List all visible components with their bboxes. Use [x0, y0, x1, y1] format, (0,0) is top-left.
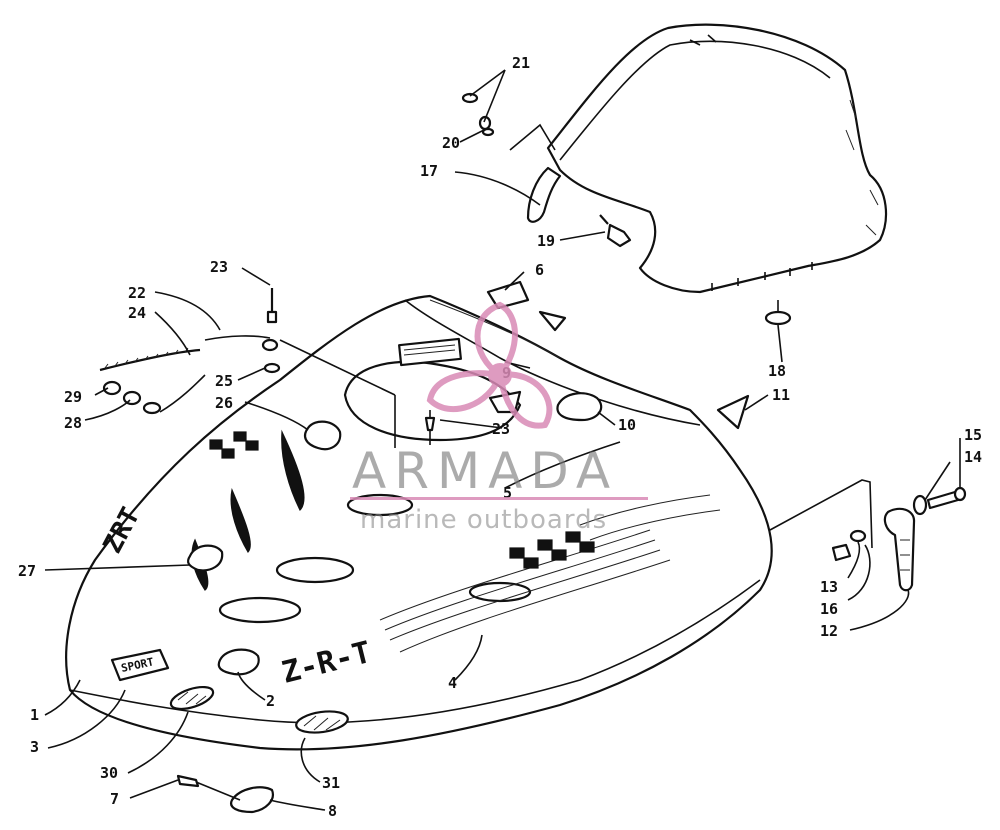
callout-13: 13	[820, 578, 838, 596]
callout-2: 2	[266, 692, 275, 710]
callout-19: 19	[537, 232, 555, 250]
callout-25: 25	[215, 372, 233, 390]
watermark-propeller-icon	[426, 301, 553, 429]
callout-16: 16	[820, 600, 838, 618]
callout-23a: 23	[210, 258, 228, 276]
callout-24: 24	[128, 304, 146, 322]
checkered-decal	[209, 431, 595, 569]
decal-patch-27	[187, 544, 224, 572]
hinge-plate	[230, 786, 274, 814]
callout-4: 4	[448, 674, 457, 692]
reflector-left	[169, 685, 215, 711]
callout-7: 7	[110, 790, 119, 808]
decal-patch-2	[217, 648, 260, 676]
callout-21: 21	[512, 54, 530, 72]
callout-6: 6	[535, 261, 544, 279]
callout-10: 10	[618, 416, 636, 434]
callout-31: 31	[322, 774, 340, 792]
windshield-fasteners	[461, 92, 632, 248]
callout-23b: 23	[492, 420, 510, 438]
callout-27: 27	[18, 562, 36, 580]
sport-badge: SPORT	[110, 648, 170, 682]
windshield-bracket	[509, 123, 562, 223]
decal-patch-10	[556, 392, 603, 422]
decal-small	[486, 280, 530, 310]
decal-side-flag	[716, 394, 750, 430]
watermark-rule	[350, 497, 648, 500]
callout-labels: 21 20 17 19 6 23 22 24 18 9 25 11 29 26 …	[18, 54, 982, 820]
callout-29: 29	[64, 388, 82, 406]
decal-patch-26	[304, 420, 342, 451]
callout-28: 28	[64, 414, 82, 432]
callout-14: 14	[964, 448, 982, 466]
watermark: ARMADA marine outboards	[350, 301, 648, 535]
leader-lines	[44, 69, 961, 811]
callout-12: 12	[820, 622, 838, 640]
callout-26: 26	[215, 394, 233, 412]
callout-3: 3	[30, 738, 39, 756]
grommet	[764, 310, 792, 326]
watermark-brand: ARMADA	[352, 442, 618, 500]
callout-22: 22	[128, 284, 146, 302]
callout-18: 18	[768, 362, 786, 380]
callout-30: 30	[100, 764, 118, 782]
callout-8: 8	[328, 802, 337, 820]
callout-11: 11	[772, 386, 790, 404]
callout-1: 1	[30, 706, 39, 724]
guide-line	[279, 339, 396, 396]
hinge-assembly	[769, 479, 967, 592]
reflector-right	[295, 710, 349, 734]
callout-5: 5	[503, 484, 512, 502]
windshield	[546, 23, 887, 294]
callout-20: 20	[442, 134, 460, 152]
callout-17: 17	[420, 162, 438, 180]
watermark-tagline: marine outboards	[360, 505, 607, 535]
screw-7	[176, 774, 200, 788]
callout-15: 15	[964, 426, 982, 444]
